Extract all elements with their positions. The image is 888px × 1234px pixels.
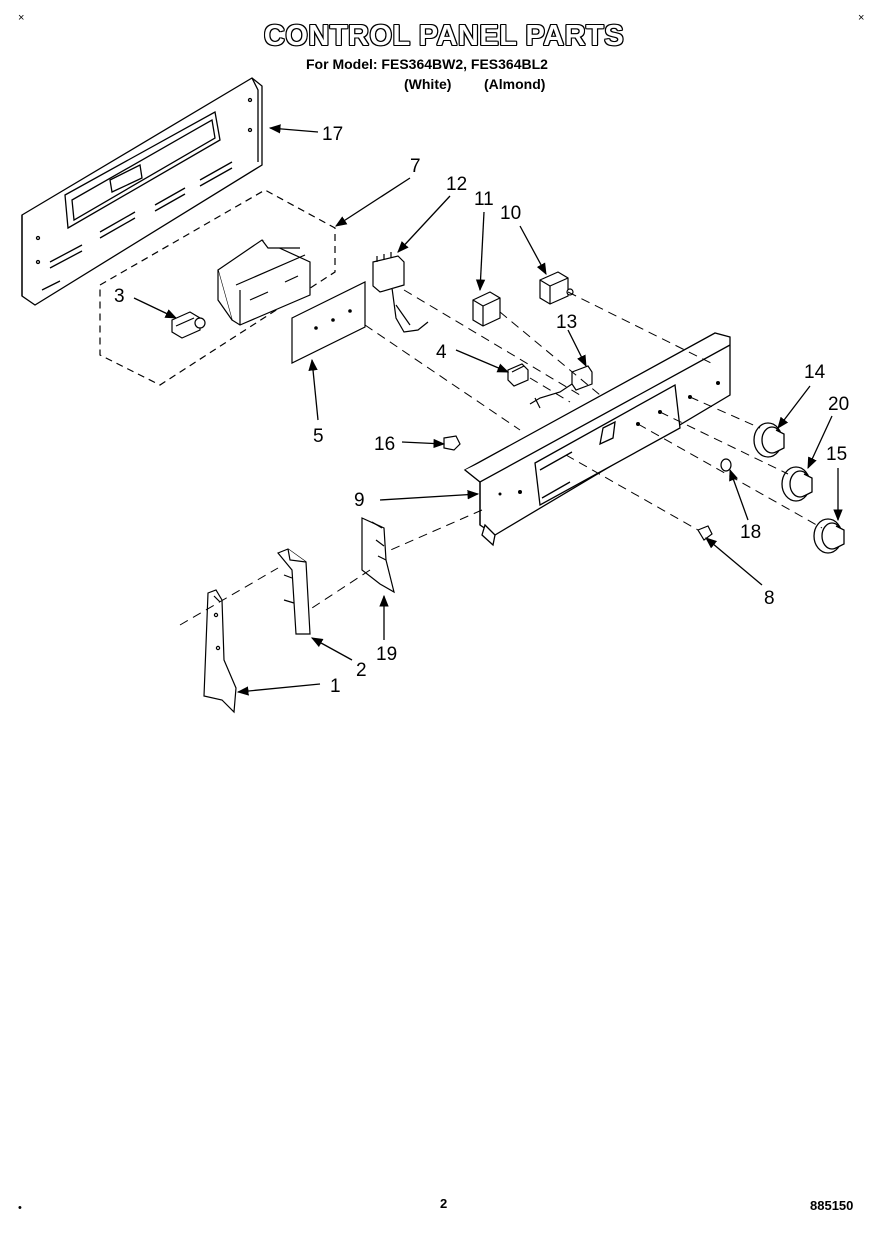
callout-13: 13 [556,312,577,333]
callout-18: 18 [740,522,761,543]
document-number: 885150 [810,1198,854,1213]
callout-15: 15 [826,444,847,465]
callout-5: 5 [313,426,324,447]
alignment-lines [179,289,823,626]
switch-block-part [217,239,311,326]
callout-14: 14 [804,362,826,383]
knob-14-part [753,422,785,458]
callout-8: 8 [764,588,775,609]
callout-3: 3 [114,286,125,307]
callout-16: 16 [374,434,395,455]
knob-15-part [813,518,845,554]
color-almond: (Almond) [484,76,546,92]
model-line: For Model: FES364BW2, FES364BL2 [306,56,548,72]
color-white: (White) [404,76,452,92]
side-trim-1-part [203,589,237,714]
clip-8-part [697,525,713,541]
callout-12: 12 [446,174,467,195]
callout-20: 20 [828,394,849,415]
plate-part [291,281,366,364]
corner-mark-top-right: × [858,12,865,24]
switch-10-part [539,271,574,305]
clip-16-part [443,435,461,451]
switch-11-part [472,291,501,327]
page-number: 2 [440,1196,448,1211]
clip-part [171,311,206,339]
callout-11: 11 [474,189,494,210]
control-panel-part [463,332,731,547]
bracket-19-part [361,517,395,594]
callout-4: 4 [436,342,447,363]
switch-12-part [372,252,429,333]
spacer-18-part [720,458,732,472]
knob-20-part [781,466,813,502]
callout-7: 7 [410,156,421,177]
callout-9: 9 [354,490,365,511]
page-title: CONTROL PANEL PARTS [263,20,625,52]
callout-19: 19 [376,644,397,665]
back-panel-part [21,77,263,306]
terminal-part [507,363,529,387]
assembly-outline-7 [99,189,336,386]
corner-mark-top-left: × [18,12,25,24]
corner-mark-bottom-left: • [18,1202,22,1214]
callout-1: 1 [330,676,341,697]
leader-arrows [133,124,843,696]
callout-labels: 17 7 12 11 10 3 13 4 5 16 14 20 15 9 18 … [114,124,849,697]
callout-17: 17 [322,124,343,145]
callout-10: 10 [500,203,521,224]
end-cap-2-part [277,548,311,635]
callout-2: 2 [356,660,367,681]
indicator-13-part [529,365,593,409]
